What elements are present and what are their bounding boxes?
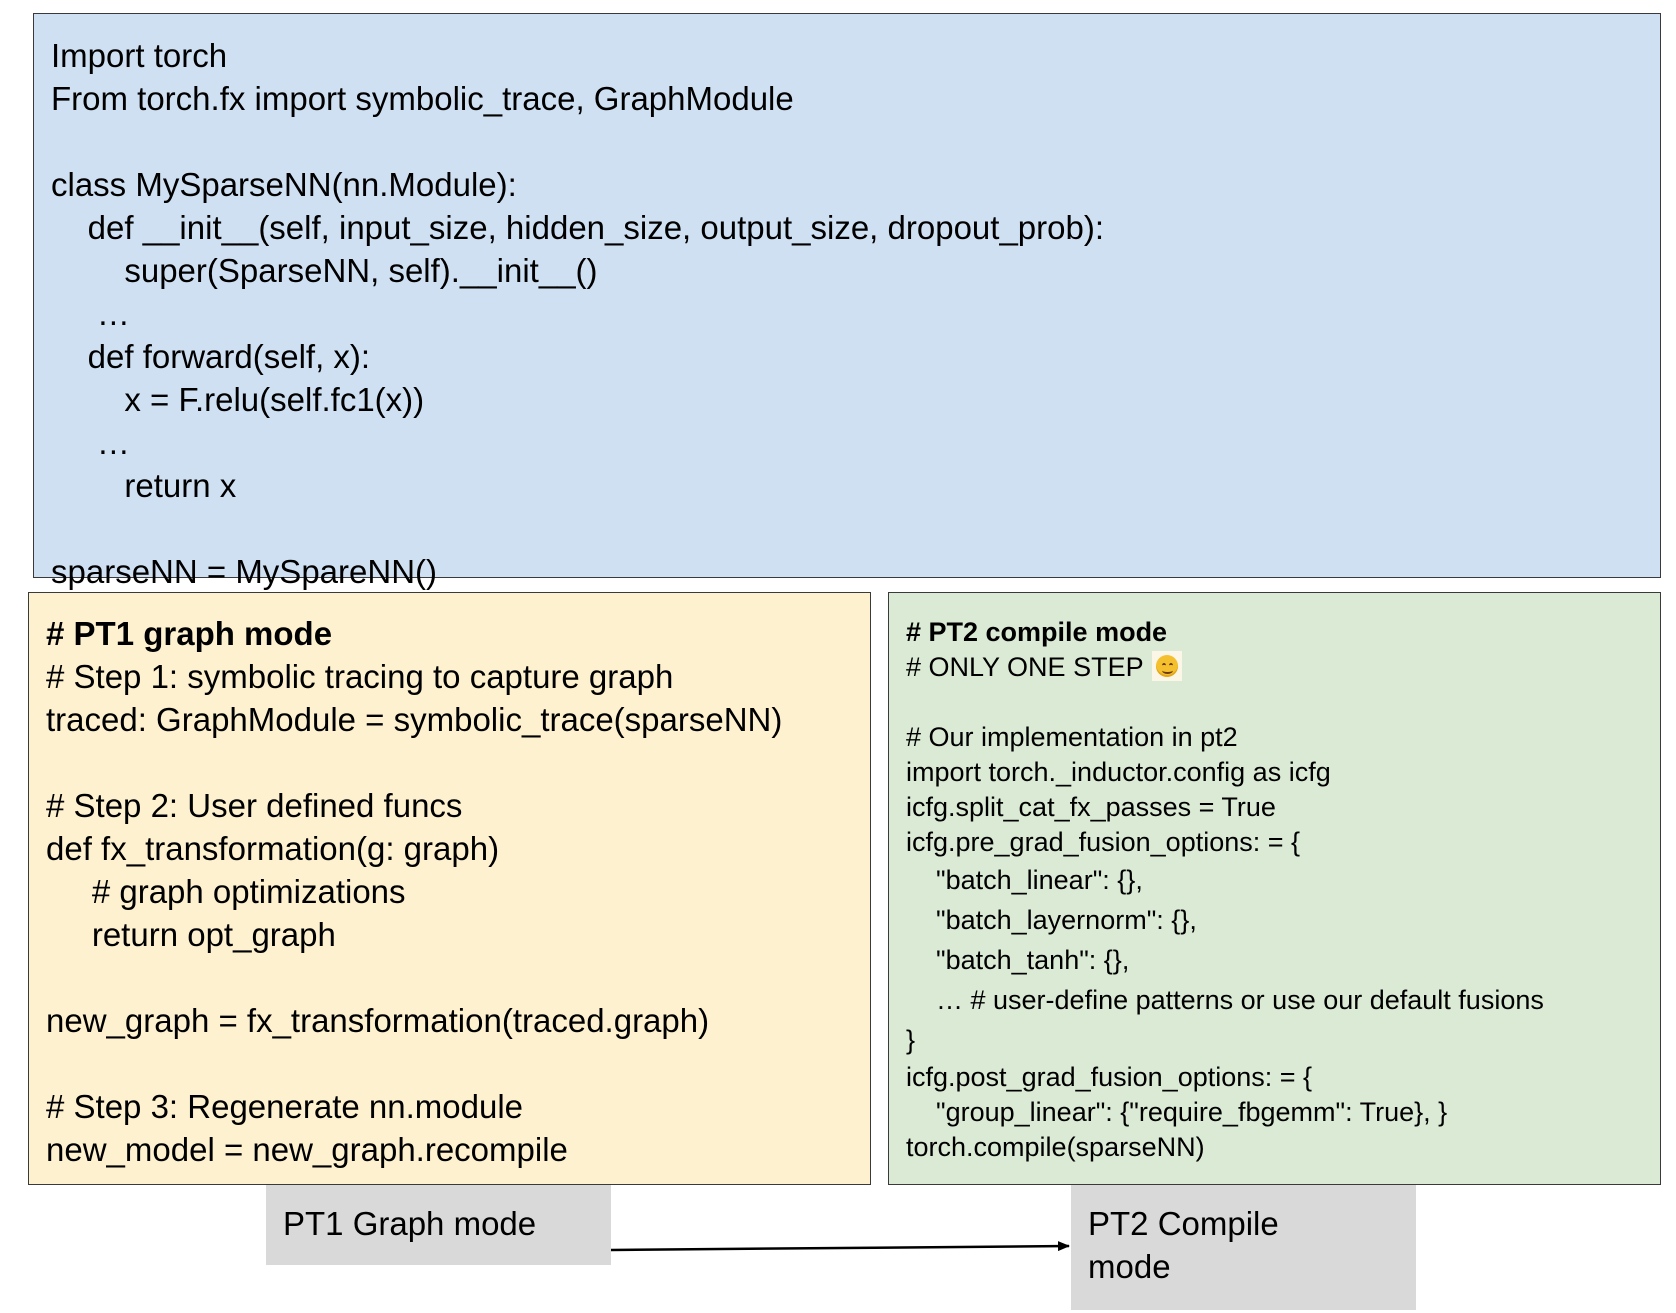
code-line: "batch_layernorm": {}, <box>906 905 1197 935</box>
smiling-face-icon <box>1151 651 1182 681</box>
pt2-compile-mode-code-box: # PT2 compile mode # ONLY ONE STEP # Our… <box>888 592 1661 1185</box>
code-line: icfg.post_grad_fusion_options: = { <box>906 1062 1313 1092</box>
code-line: super(SparseNN, self).__init__() <box>51 252 598 289</box>
pt1-code-title: # PT1 graph mode <box>46 615 333 652</box>
pt1-graph-mode-label: PT1 Graph mode <box>266 1185 611 1265</box>
blank-line <box>906 685 1660 720</box>
code-line: icfg.split_cat_fx_passes = True <box>906 792 1276 822</box>
code-line: … <box>51 424 130 461</box>
code-line: "batch_tanh": {}, <box>906 945 1130 975</box>
pt1-graph-mode-code-box: # PT1 graph mode # Step 1: symbolic trac… <box>28 592 871 1185</box>
code-line: import torch._inductor.config as icfg <box>906 757 1331 787</box>
code-line: icfg.pre_grad_fusion_options: = { <box>906 827 1301 857</box>
code-line: Import torch <box>51 37 228 74</box>
code-line: From torch.fx import symbolic_trace, Gra… <box>51 80 794 117</box>
code-line: … # user-define patterns or use our defa… <box>906 985 1544 1015</box>
code-line: new_model = new_graph.recompile <box>46 1131 568 1168</box>
code-line: "group_linear": {"require_fbgemm": True}… <box>906 1097 1448 1127</box>
pt2-label-text-line1: PT2 Compile <box>1088 1205 1279 1242</box>
model-definition-code-box: Import torch From torch.fx import symbol… <box>33 13 1661 590</box>
code-line: traced: GraphModule = symbolic_trace(spa… <box>46 701 783 738</box>
code-line: new_graph = fx_transformation(traced.gra… <box>46 1002 710 1039</box>
pt2-compile-mode-label: PT2 Compile mode <box>1071 1185 1416 1310</box>
code-line: x = F.relu(self.fc1(x)) <box>51 381 425 418</box>
code-line: class MySparseNN(nn.Module): <box>51 166 517 203</box>
code-line: # Step 3: Regenerate nn.module <box>46 1088 524 1125</box>
code-line: # Our implementation in pt2 <box>906 722 1238 752</box>
code-line <box>46 1042 870 1085</box>
pt2-code-title: # PT2 compile mode <box>906 617 1168 647</box>
code-line <box>46 956 870 999</box>
code-line <box>46 741 870 784</box>
code-line: … <box>51 295 130 332</box>
code-line: return opt_graph <box>46 916 336 953</box>
code-line <box>51 507 1660 550</box>
code-line: def fx_transformation(g: graph) <box>46 830 500 867</box>
only-one-step-line: # ONLY ONE STEP <box>906 650 1660 685</box>
code-line: } <box>906 1025 916 1055</box>
code-line: # Step 2: User defined funcs <box>46 787 463 824</box>
arrow-line <box>610 1241 1070 1252</box>
pt2-label-text-line2: mode <box>1088 1248 1171 1285</box>
code-line: return x <box>51 467 237 504</box>
code-line: torch.compile(sparseNN) <box>906 1132 1205 1162</box>
code-line: # Step 1: symbolic tracing to capture gr… <box>46 658 674 695</box>
code-line: def __init__(self, input_size, hidden_si… <box>51 209 1105 246</box>
code-line <box>51 120 1660 163</box>
code-line: # graph optimizations <box>46 873 406 910</box>
code-line: def forward(self, x): <box>51 338 371 375</box>
only-one-step-text: # ONLY ONE STEP <box>906 652 1144 682</box>
code-line: sparseNN = MySpareNN() <box>51 553 438 590</box>
pt1-label-text: PT1 Graph mode <box>283 1205 537 1242</box>
code-line: "batch_linear": {}, <box>906 865 1143 895</box>
